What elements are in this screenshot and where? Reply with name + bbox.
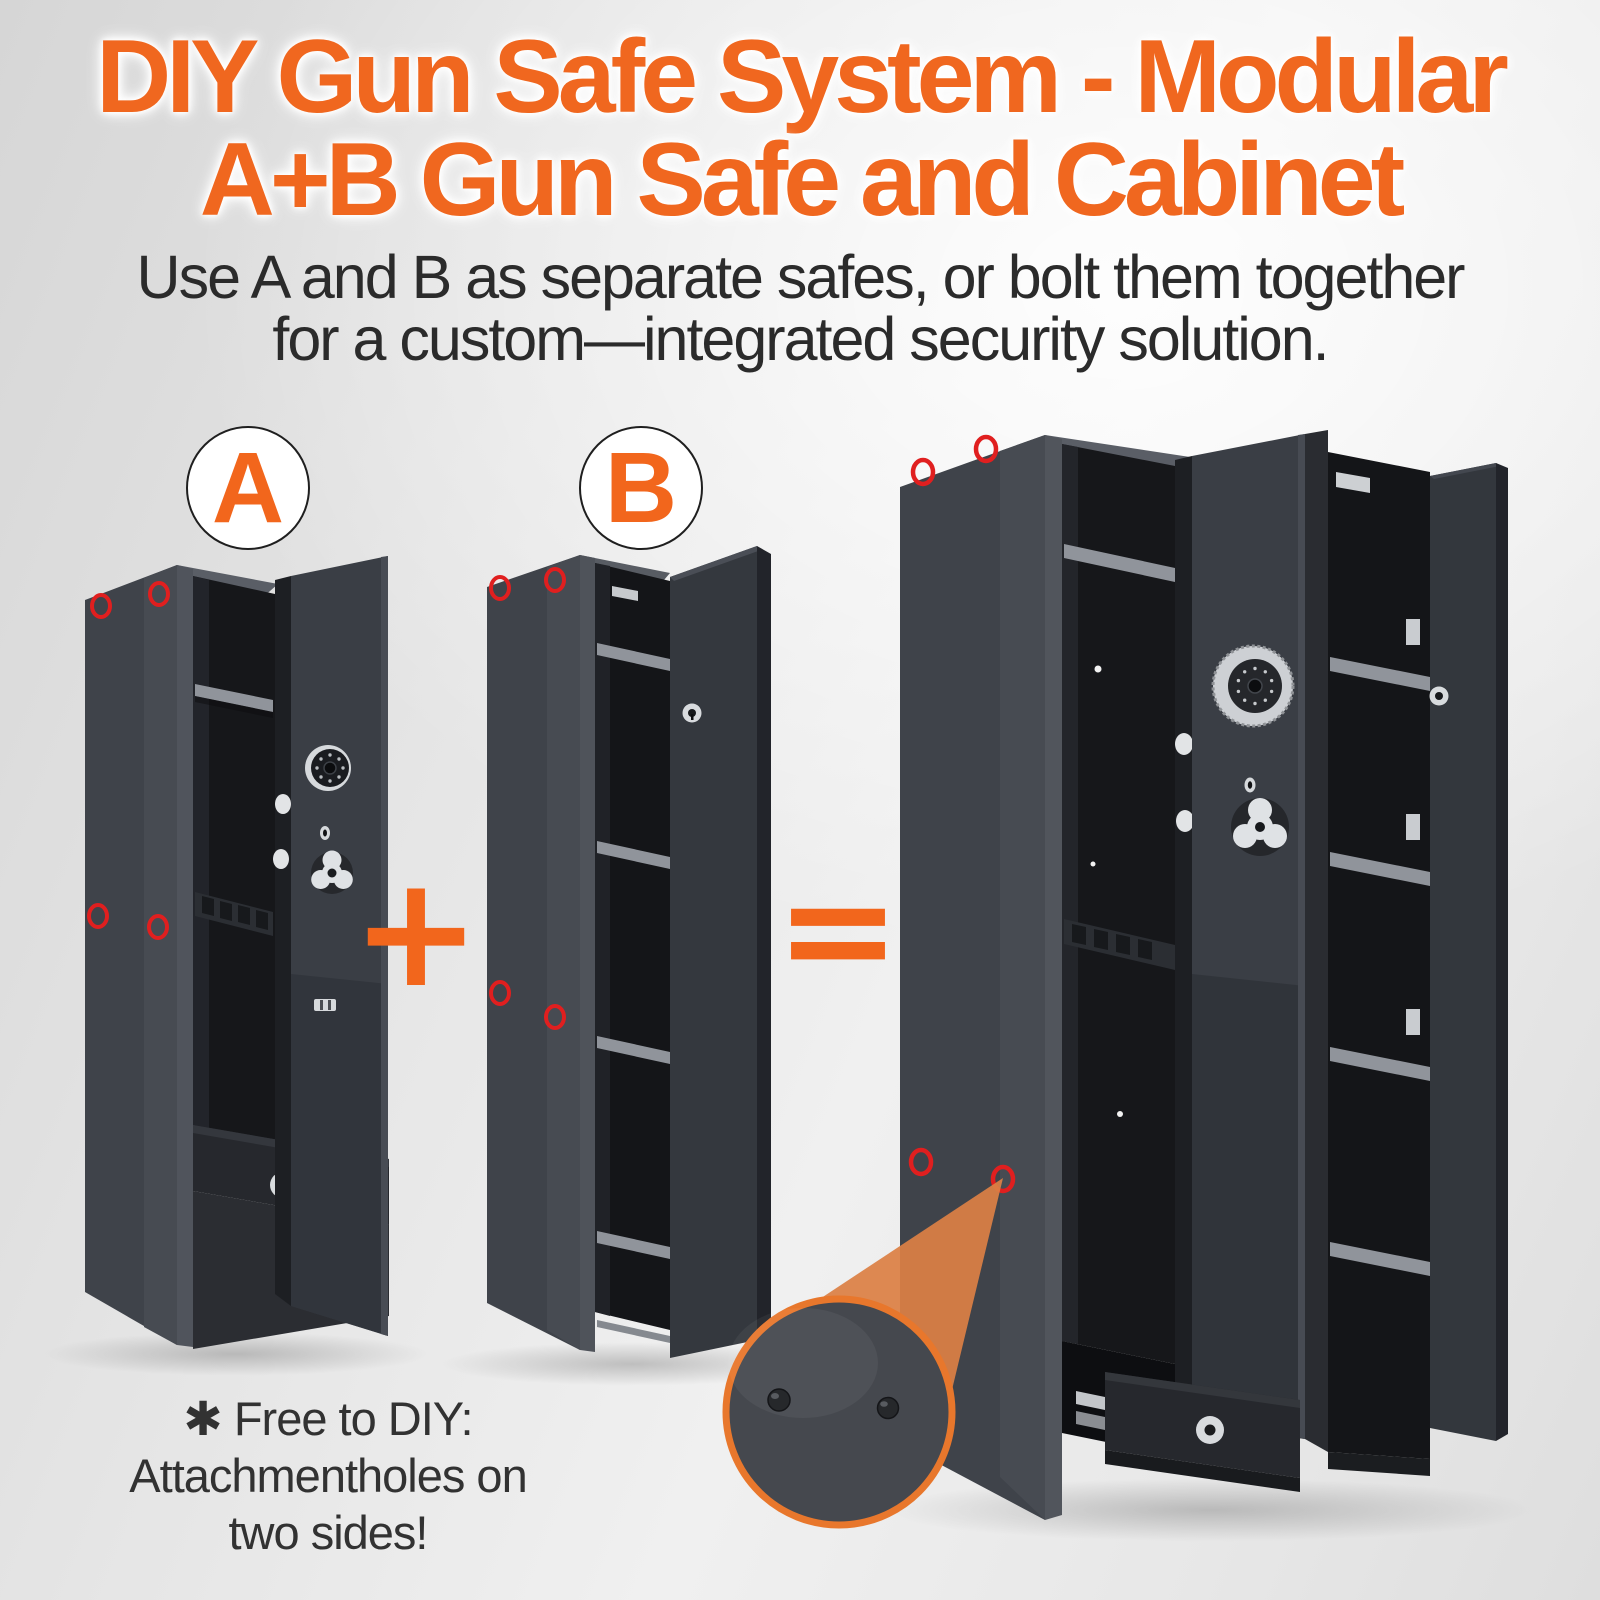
combined-right-shelves <box>1330 657 1430 1276</box>
combined-front-frame <box>1045 435 1062 1520</box>
combined-right-door-top-highlight <box>1430 463 1500 479</box>
combined-right-door-edge <box>1496 463 1508 1441</box>
safe-a-door-vent <box>314 999 336 1011</box>
combined-keyhole <box>1244 777 1256 793</box>
combined-left-door-edge <box>1175 456 1192 1422</box>
combined-lock-bolt-top <box>1175 733 1193 755</box>
page-title-line1: DIY Gun Safe System - Modular <box>96 19 1509 135</box>
safe-a-keyhole <box>320 826 330 840</box>
attachment-hole-detail-callout <box>722 1178 1003 1529</box>
combined-top-hinge <box>1336 472 1370 493</box>
label-badge-a: A <box>186 426 310 550</box>
footnote: ✱ Free to DIY: Attachmentholes on two si… <box>28 1390 628 1561</box>
footnote-line1: ✱ Free to DIY: Attachmentholes on <box>129 1392 527 1502</box>
safe-a-interior-wall <box>193 576 209 1129</box>
safe-b-interior-wall <box>595 563 610 1316</box>
safe-a-door-highlight <box>381 556 388 1336</box>
safe-b-door-face <box>670 546 757 1358</box>
safe-b-bottom-sill <box>597 1320 670 1343</box>
subtitle-line2: for a custom—integrated security solutio… <box>272 305 1329 373</box>
plus-operator: + <box>351 843 481 1022</box>
subtitle-line1: Use A and B as separate safes, or bolt t… <box>136 243 1466 311</box>
combined-wall-holes <box>1090 665 1123 1117</box>
equals-operator: = <box>775 843 901 1017</box>
combined-right-door-face <box>1430 463 1496 1441</box>
combined-attachment-hole-markers <box>908 434 1016 1194</box>
safe-a-attachment-hole-markers <box>87 581 170 940</box>
combined-right-interior <box>1328 452 1430 1459</box>
combined-shelf-brackets <box>1406 619 1420 1035</box>
safe-a-door-edge <box>275 576 291 1306</box>
combined-combination-dial <box>1211 644 1295 728</box>
combined-left-door-shade <box>1192 974 1305 1439</box>
safe-a-handle <box>311 850 353 894</box>
combined-drawer-keyhole <box>1204 1424 1216 1436</box>
attachment-hole-right <box>876 1396 900 1420</box>
attachment-hole-left <box>767 1388 791 1412</box>
combined-right-bottom-sill <box>1328 1452 1430 1476</box>
combined-left-door-highlight <box>1298 434 1305 1439</box>
combined-left-interior-wall <box>1062 444 1078 1344</box>
combined-drawer-slide-bottom <box>1076 1411 1105 1430</box>
zoom-detail-circle <box>722 1295 956 1529</box>
combined-right-key-lock <box>1429 686 1449 706</box>
label-a-text: A <box>211 432 285 544</box>
safe-b-door-top-highlight <box>670 546 761 581</box>
safe-a-door-shade <box>291 974 388 1336</box>
zoom-detail-sheen <box>728 1308 878 1418</box>
safe-b-interior <box>595 563 670 1330</box>
label-badge-b: B <box>579 426 703 550</box>
combined-drawer-top-edge <box>1105 1372 1300 1408</box>
combined-left-interior <box>1062 444 1175 1364</box>
combined-left-shelf <box>1064 544 1175 582</box>
safe-a-lock-bolt-bottom <box>273 849 289 869</box>
safe-a-lock-bolt-top <box>275 794 291 814</box>
safe-b-front-frame <box>580 555 595 1352</box>
safe-a-biometric-lock <box>305 745 351 791</box>
footnote-line2: two sides! <box>228 1506 429 1559</box>
safe-a-shelf <box>195 684 273 712</box>
combined-center-post <box>1305 430 1328 1452</box>
page-title-line2: A+B Gun Safe and Cabinet <box>199 122 1405 238</box>
safe-b-illustration <box>487 546 771 1358</box>
safe-a-side-sheen <box>144 565 177 1345</box>
safe-a-interior <box>193 576 275 1145</box>
safe-b-door-latch <box>612 586 638 601</box>
safe-a-shelf-shadow <box>195 696 273 718</box>
safe-a-front-frame <box>177 565 193 1347</box>
combined-side-sheen <box>1000 435 1045 1520</box>
safe-a-illustration <box>85 556 389 1349</box>
combined-under-drawer-shadow <box>1105 1450 1300 1492</box>
combined-gun-rack <box>1064 919 1175 970</box>
safe-b-side-sheen <box>547 555 580 1350</box>
label-b-text: B <box>604 432 678 544</box>
safe-b-attachment-hole-markers <box>489 567 566 1030</box>
safe-b-shelves <box>597 643 670 1259</box>
safe-b-door-edge <box>757 546 771 1340</box>
combined-drawer-slide-top <box>1076 1391 1105 1410</box>
combined-handle <box>1231 798 1289 856</box>
safe-a-gun-rack <box>195 892 273 936</box>
combined-lock-bolt-bottom <box>1176 810 1194 832</box>
safe-b-key-lock <box>682 703 702 723</box>
